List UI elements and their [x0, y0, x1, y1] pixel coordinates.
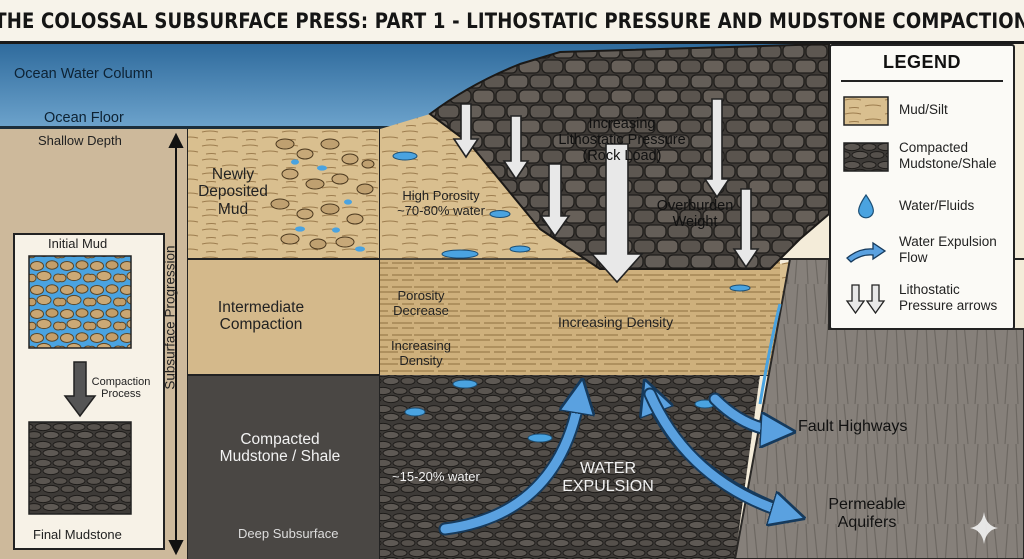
final-mudstone-sample — [28, 421, 132, 515]
pressure-arrows-icon — [845, 284, 886, 314]
lithostatic-line3: (Rock Load) — [582, 148, 662, 165]
lithostatic-pressure-arrows — [452, 98, 760, 284]
increasing-density-small-line1: Increasing — [391, 338, 451, 353]
subsurface-progression-axis — [168, 132, 184, 556]
mud-silt-swatch — [843, 96, 889, 126]
pore-water-blobs — [392, 151, 751, 443]
increasing-density-small-line2: Density — [399, 352, 443, 368]
label-compacted-mudstone: Compacted Mudstone / Shale — [200, 431, 360, 466]
legend-divider — [841, 80, 1003, 82]
aquifers-line1: Permeable — [828, 496, 906, 513]
legend-label-water-expulsion: Water Expulsion Flow — [899, 234, 997, 265]
label-newly-deposited-mud: Newly Deposited Mud — [190, 166, 276, 218]
compaction-process-line2: Process — [101, 388, 141, 401]
porosity-decrease-line2: Decrease — [393, 302, 449, 318]
legend-expulsion-line2: Flow — [899, 249, 928, 265]
aquifers-line2: Aquifers — [837, 513, 897, 531]
row-compacted — [188, 375, 380, 559]
legend-item-pressure-arrows: Lithostatic Pressure arrows — [843, 280, 1011, 328]
label-porosity-decrease: Porosity Decrease — [386, 288, 456, 318]
newly-deposited-line1: Newly — [211, 166, 255, 183]
rock-overburden — [428, 44, 830, 270]
water-expulsion-line2: EXPULSION — [562, 477, 654, 495]
sparkle-icon — [970, 512, 998, 544]
legend-label-mud-silt: Mud/Silt — [899, 102, 948, 118]
lithostatic-line2: Lithostatic Pressure — [558, 132, 686, 149]
compacted-mudstone-swatch — [843, 142, 889, 172]
label-fault-highways: Fault Highways — [798, 418, 908, 435]
fault-water-seep — [758, 303, 782, 405]
expulsion-arrow-icon — [846, 241, 887, 263]
label-water-expulsion: WATER EXPULSION — [558, 460, 658, 496]
water-drop-icon — [858, 193, 874, 219]
legend-compacted-line1: Compacted — [899, 140, 969, 155]
overburden-line2: Weight — [672, 214, 718, 231]
label-increasing-lithostatic: Increasing Lithostatic Pressure (Rock Lo… — [548, 116, 696, 165]
label-increasing-density-small: Increasing Density — [384, 338, 458, 368]
label-subsurface-progression: Subsurface Progression — [162, 245, 178, 390]
legend: LEGEND Mud/Silt Compacted Mudstone/Shale… — [829, 44, 1015, 330]
water-expulsion-arrows — [438, 394, 790, 536]
legend-pressure-line2: Pressure arrows — [899, 297, 998, 313]
legend-pressure-line1: Lithostatic — [899, 282, 960, 297]
compaction-process-line1: Compaction — [91, 376, 151, 388]
legend-compacted-line2: Mudstone/Shale — [899, 155, 997, 171]
overburden-line1: Overburden — [656, 198, 734, 214]
intermediate-line1: Intermediate — [217, 299, 305, 316]
label-shallow-depth: Shallow Depth — [38, 133, 122, 148]
legend-item-water-expulsion: Water Expulsion Flow — [843, 232, 1011, 280]
water-expulsion-line1: WATER — [580, 460, 636, 477]
legend-title: LEGEND — [882, 52, 961, 72]
intermediate-band — [380, 259, 780, 375]
diagram-title: THE COLOSSAL SUBSURFACE PRESS: PART 1 - … — [0, 8, 1024, 33]
newly-deposited-line3: Mud — [217, 200, 249, 218]
label-high-porosity: High Porosity ~70-80% water — [386, 188, 496, 218]
loose-mud-grains — [270, 138, 375, 252]
high-porosity-line1: High Porosity — [402, 188, 480, 203]
label-ocean-floor: Ocean Floor — [44, 110, 124, 126]
label-overburden-weight: Overburden Weight — [652, 198, 738, 230]
high-porosity-line2: ~70-80% water — [397, 202, 485, 218]
legend-expulsion-line1: Water Expulsion — [899, 234, 997, 249]
legend-label-water-fluids: Water/Fluids — [899, 198, 974, 214]
legend-water-line1: Water/Fluids — [899, 198, 975, 213]
porosity-decrease-line1: Porosity — [397, 288, 445, 303]
label-water-percent-deep: ~15-20% water — [392, 469, 480, 484]
newly-deposited-line2: Deposited — [198, 183, 268, 201]
title-bar: THE COLOSSAL SUBSURFACE PRESS: PART 1 - … — [0, 0, 1024, 44]
intermediate-line2: Compaction — [219, 316, 303, 334]
label-permeable-aquifers: Permeable Aquifers — [822, 496, 912, 532]
legend-label-pressure-arrows: Lithostatic Pressure arrows — [899, 282, 997, 313]
label-deep-subsurface: Deep Subsurface — [238, 526, 339, 541]
legend-item-compacted-mudstone: Compacted Mudstone/Shale — [843, 138, 1011, 186]
label-final-mudstone: Final Mudstone — [33, 527, 122, 542]
legend-item-mud-silt: Mud/Silt — [843, 92, 1011, 140]
legend-item-water-fluids: Water/Fluids — [843, 188, 1011, 236]
label-compaction-process: Compaction Process — [88, 376, 154, 401]
legend-mud-silt-line1: Mud/Silt — [899, 102, 948, 117]
label-initial-mud: Initial Mud — [48, 236, 108, 251]
label-ocean-water-column: Ocean Water Column — [14, 66, 153, 82]
lithostatic-line1: Increasing — [588, 116, 656, 132]
compaction-diagram — [0, 44, 1024, 559]
compacted-line1: Compacted — [240, 431, 320, 448]
label-intermediate-compaction: Intermediate Compaction — [196, 299, 326, 334]
row-intermediate — [188, 259, 380, 375]
legend-label-compacted-mudstone: Compacted Mudstone/Shale — [899, 140, 997, 171]
compaction-process-arrow — [63, 361, 97, 418]
initial-mud-sample — [28, 255, 132, 349]
label-increasing-density: Increasing Density — [558, 314, 674, 330]
compacted-line2: Mudstone / Shale — [219, 448, 341, 466]
